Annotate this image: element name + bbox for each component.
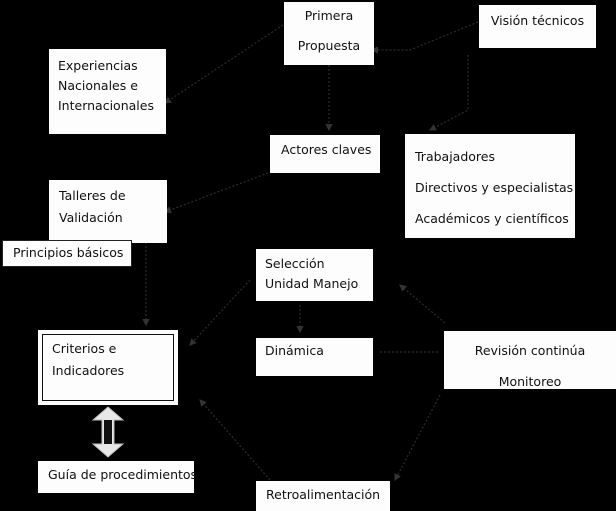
node-criterios-indicadores: Criterios e Indicadores — [38, 330, 178, 405]
node-label: Primera — [304, 8, 354, 23]
node-label: Talleres de — [59, 188, 126, 203]
node-label: Unidad Manejo — [265, 276, 359, 291]
node-label: Internacionales — [58, 98, 154, 113]
node-grupos-actores: Trabajadores Directivos y especialistas … — [405, 134, 575, 238]
node-principios-basicos: Principios básicos — [2, 240, 132, 267]
node-label: Directivos y especialistas — [415, 180, 574, 195]
node-label: Propuesta — [297, 37, 361, 53]
node-label: Nacionales e — [58, 78, 138, 93]
node-label: Revisión continúa — [474, 343, 586, 358]
node-label: Selección — [265, 256, 325, 271]
node-retroalimentacion: Retroalimentación — [256, 481, 390, 511]
node-label: Visión técnicos — [490, 13, 585, 28]
node-label: Experiencias — [58, 58, 138, 73]
node-inner-frame: Criterios e Indicadores — [42, 334, 174, 401]
node-label: Dinámica — [265, 343, 324, 358]
node-label: Retroalimentación — [266, 487, 381, 502]
node-label: Criterios e — [52, 341, 117, 356]
node-talleres-validacion: Talleres de Validación — [49, 180, 167, 243]
node-guia-procedimientos: Guía de procedimientos — [38, 461, 198, 493]
node-label: Indicadores — [52, 363, 125, 378]
node-experiencias: Experiencias Nacionales e Internacionale… — [49, 49, 166, 134]
node-label: Principios básicos — [13, 245, 124, 260]
node-primera-propuesta: Primera Propuesta — [284, 2, 374, 65]
node-seleccion-unidad-manejo: Selección Unidad Manejo — [256, 249, 373, 301]
node-label: Monitoreo — [498, 374, 562, 389]
node-actores-claves: Actores claves — [270, 135, 380, 173]
node-label: Académicos y científicos — [415, 211, 569, 226]
node-revision-monitoreo: Revisión continúa Monitoreo — [444, 331, 616, 389]
node-dinamica: Dinámica — [256, 338, 373, 376]
node-label: Guía de procedimientos — [48, 467, 198, 482]
node-label: Actores claves — [281, 142, 372, 157]
node-label: Trabajadores — [415, 149, 495, 164]
node-label: Validación — [59, 210, 123, 225]
double-arrow-icon — [91, 406, 125, 458]
node-vision-tecnicos: Visión técnicos — [479, 5, 596, 48]
